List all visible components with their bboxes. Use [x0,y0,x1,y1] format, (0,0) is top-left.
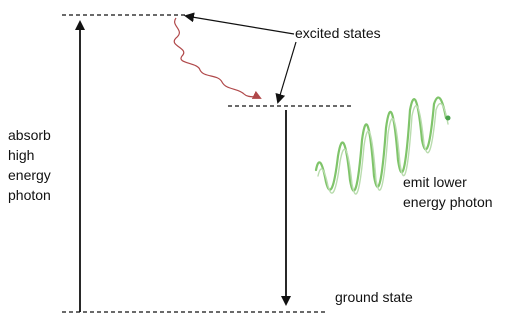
emit-label-line-1: emit lower [403,174,467,190]
absorb-label-line-1: absorb [8,127,51,143]
excited-pointer-lower [278,42,296,102]
emit-label-line-2: energy photon [403,194,493,210]
absorb-label-line-4: photon [8,187,51,203]
excited-states-label: excited states [295,25,381,41]
absorb-label-line-3: energy [8,167,51,183]
ground-state-label: ground state [335,289,413,305]
excited-pointer-upper [186,16,294,34]
absorb-label-line-2: high [8,147,34,163]
nonradiative-decay-wave [174,18,260,98]
